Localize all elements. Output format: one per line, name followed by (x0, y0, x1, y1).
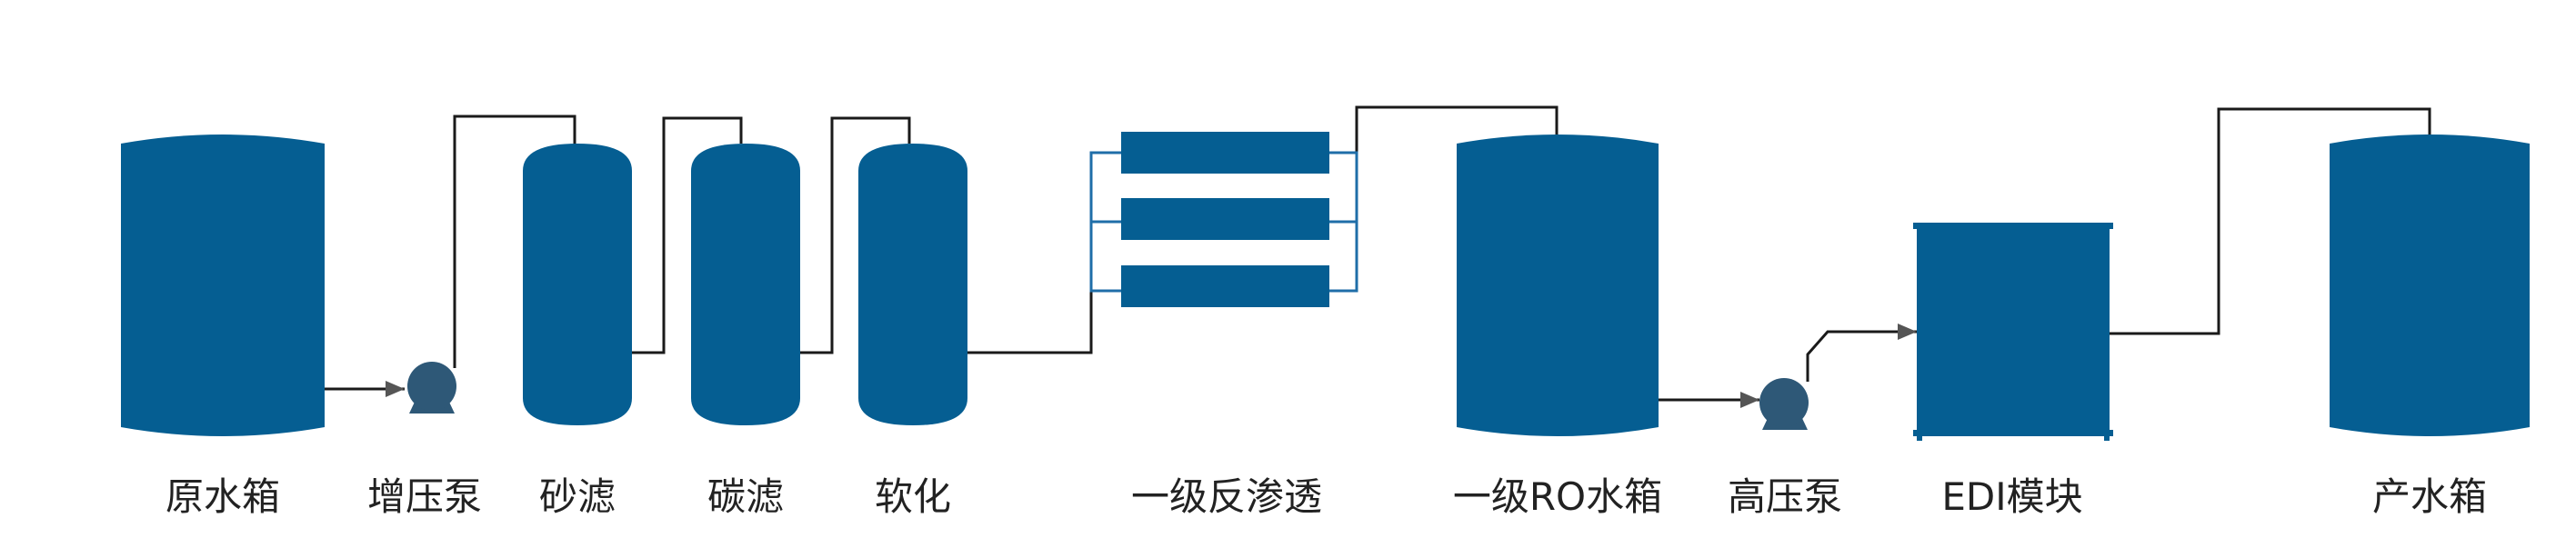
pipe-sand-to-carbon (632, 116, 743, 354)
raw-water-tank (121, 135, 325, 436)
label-booster-pump: 增压泵 (366, 474, 483, 519)
primary-ro-water-tank (1457, 135, 1659, 436)
label-primary-ro: 一级反渗透 (1130, 474, 1323, 519)
pipe-edi-to-product (2108, 107, 2431, 335)
label-raw-water-tank: 原水箱 (165, 474, 281, 519)
label-sand-filter: 砂滤 (538, 474, 616, 519)
label-edi-module: EDI模块 (1941, 474, 2083, 519)
primary-ro-unit (1089, 132, 1358, 307)
pipe-ro-to-tank (1355, 105, 1559, 153)
sand-filter (523, 144, 632, 425)
label-high-pressure-pump: 高压泵 (1727, 474, 1843, 519)
ro-membrane-3 (1121, 265, 1329, 307)
high-pressure-pump (1759, 378, 1809, 430)
pipe-hp-pump-to-edi (1806, 324, 1917, 382)
ro-membrane-2 (1121, 198, 1329, 240)
label-product-water-tank: 产水箱 (2371, 474, 2488, 519)
booster-pump (407, 362, 456, 413)
label-primary-ro-tank: 一级RO水箱 (1452, 474, 1663, 519)
label-softener: 软化 (874, 474, 952, 519)
carbon-filter (691, 144, 800, 425)
pipe-network (323, 105, 2431, 408)
label-carbon-filter: 碳滤 (707, 474, 785, 519)
pipe-softener-to-ro (967, 291, 1093, 354)
softener (858, 144, 967, 425)
product-water-tank (2330, 135, 2530, 436)
ro-membrane-1 (1121, 132, 1329, 174)
pipe-carbon-to-softener (800, 116, 911, 354)
pipe-booster-to-sand (453, 115, 576, 368)
edi-module (1913, 223, 2113, 441)
